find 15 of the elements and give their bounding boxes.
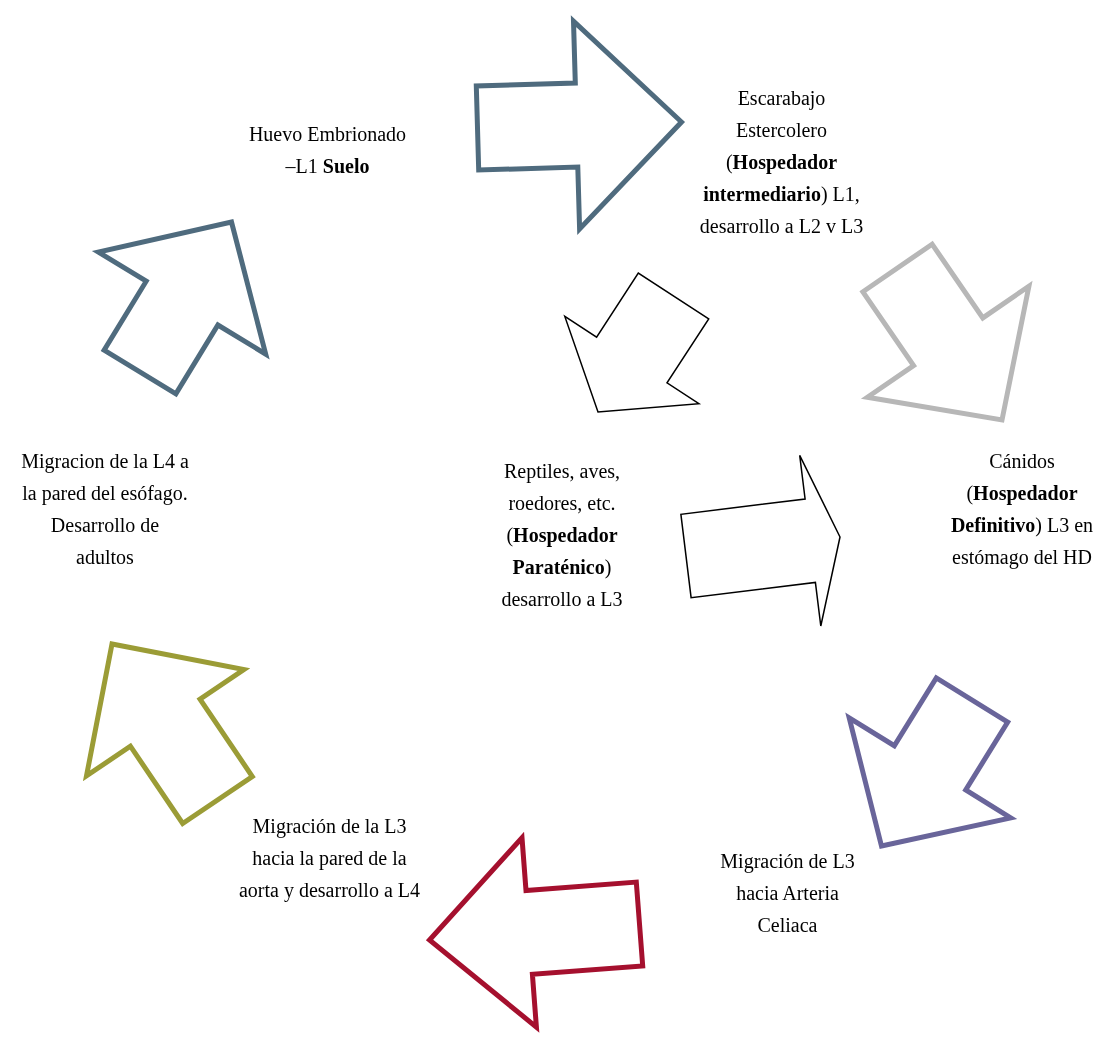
block-arrow xyxy=(473,15,686,236)
block-arrow xyxy=(82,641,256,827)
block-arrow xyxy=(680,454,841,627)
block-arrow xyxy=(425,831,646,1033)
stage-text: Reptiles, aves, roedores, etc. (Hospedador Paraténico) desarrollo a L3 xyxy=(500,459,624,612)
stage-text: Escarabajo Estercolero (Hospedador intermediario) L1, desarrollo a L2 v L3 xyxy=(698,86,865,239)
block-arrow xyxy=(91,219,270,398)
stage-text: Migracion de la L4 a la pared del esófago. Desarrollo de adultos xyxy=(20,449,190,570)
block-arrow xyxy=(859,240,1033,423)
block-arrow xyxy=(845,674,1018,849)
stage-text: Huevo Embrionado –L1 Suelo xyxy=(247,122,408,179)
stage-text: Migración de la L3 hacia la pared de la aorta y desarrollo a L4 xyxy=(237,814,421,904)
block-arrow xyxy=(563,272,710,413)
stage-text: Cánidos (Hospedador Definitivo) L3 en estómago del HD xyxy=(949,449,1095,571)
stage-text: Migración de L3 hacia Arteria Celiaca xyxy=(719,849,856,938)
